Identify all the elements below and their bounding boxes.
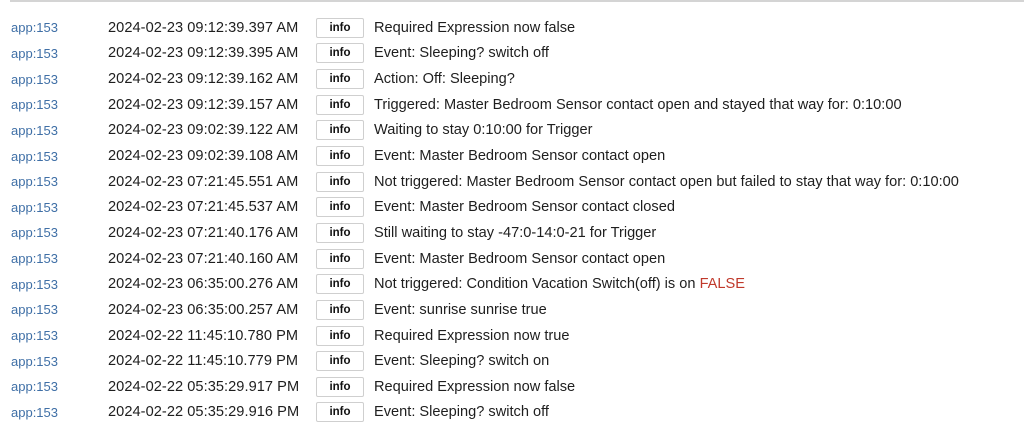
log-row: app:153 2024-02-22 11:45:10.780 PM info … — [0, 323, 1024, 349]
log-source-link[interactable]: app:153 — [11, 174, 58, 190]
log-message: Event: Sleeping? switch off — [374, 45, 549, 61]
log-message: Waiting to stay 0:10:00 for Trigger — [374, 122, 592, 138]
log-row: app:153 2024-02-23 07:21:45.551 AM info … — [0, 169, 1024, 195]
log-row: app:153 2024-02-22 05:35:29.916 PM info … — [0, 400, 1024, 426]
log-message: Event: Sleeping? switch on — [374, 353, 549, 369]
log-message: Not triggered: Master Bedroom Sensor con… — [374, 174, 959, 190]
log-message-text: Event: Sleeping? switch off — [374, 45, 549, 62]
log-row: app:153 2024-02-22 05:35:29.917 PM info … — [0, 374, 1024, 400]
log-level-badge[interactable]: info — [316, 94, 364, 115]
log-level-badge[interactable]: info — [316, 171, 364, 192]
log-message-text: Event: sunrise sunrise true — [374, 301, 547, 318]
log-source-link[interactable]: app:153 — [11, 379, 58, 395]
log-source-link[interactable]: app:153 — [11, 276, 58, 292]
log-row: app:153 2024-02-23 06:35:00.257 AM info … — [0, 297, 1024, 323]
log-level-badge[interactable]: info — [316, 69, 364, 90]
top-divider — [10, 0, 1024, 2]
log-source-link[interactable]: app:153 — [11, 148, 58, 164]
log-message: Triggered: Master Bedroom Sensor contact… — [374, 97, 902, 113]
log-level-badge[interactable]: info — [316, 274, 364, 295]
log-level-badge[interactable]: info — [316, 197, 364, 218]
log-level-badge[interactable]: info — [316, 248, 364, 269]
log-level-badge[interactable]: info — [316, 402, 364, 423]
log-row: app:153 2024-02-23 09:12:39.162 AM info … — [0, 66, 1024, 92]
log-level-badge[interactable]: info — [316, 325, 364, 346]
log-message-text: Event: Master Bedroom Sensor contact ope… — [374, 148, 666, 165]
log-message: Required Expression now true — [374, 328, 570, 344]
log-level-badge[interactable]: info — [316, 376, 364, 397]
log-message-highlight: FALSE — [699, 276, 745, 293]
log-source-link[interactable]: app:153 — [11, 122, 58, 138]
log-message-text: Event: Sleeping? switch on — [374, 353, 550, 370]
log-message: Event: Sleeping? switch off — [374, 404, 549, 420]
log-source-link[interactable]: app:153 — [11, 45, 58, 61]
log-source-link[interactable]: app:153 — [11, 20, 58, 36]
log-message-text: Required Expression now false — [374, 19, 576, 36]
log-timestamp: 2024-02-23 09:02:39.122 AM — [108, 122, 299, 139]
log-timestamp: 2024-02-23 07:21:45.551 AM — [108, 173, 299, 190]
log-timestamp: 2024-02-22 05:35:29.917 PM — [108, 378, 300, 395]
log-timestamp: 2024-02-23 09:12:39.397 AM — [108, 19, 299, 36]
log-message-text: Event: Master Bedroom Sensor contact ope… — [374, 250, 666, 267]
log-table: app:153 2024-02-23 09:12:39.397 AM info … — [0, 15, 1024, 425]
log-message: Required Expression now false — [374, 379, 575, 395]
log-timestamp: 2024-02-22 05:35:29.916 PM — [108, 404, 300, 421]
log-row: app:153 2024-02-23 07:21:40.160 AM info … — [0, 246, 1024, 272]
log-level-badge[interactable]: info — [316, 351, 364, 372]
log-message-text: Event: Master Bedroom Sensor contact clo… — [374, 199, 675, 216]
log-level-badge[interactable]: info — [316, 222, 364, 243]
log-message: Event: Master Bedroom Sensor contact clo… — [374, 199, 675, 215]
log-message-text: Still waiting to stay -47:0-14:0-21 for … — [374, 224, 657, 241]
log-source-link[interactable]: app:153 — [11, 71, 58, 87]
log-timestamp: 2024-02-23 09:12:39.395 AM — [108, 45, 299, 62]
log-message-text: Required Expression now false — [374, 378, 576, 395]
log-source-link[interactable]: app:153 — [11, 302, 58, 318]
log-level-badge[interactable]: info — [316, 299, 364, 320]
log-message-text: Required Expression now true — [374, 327, 570, 344]
log-message-text: Action: Off: Sleeping? — [374, 71, 515, 88]
log-timestamp: 2024-02-22 11:45:10.779 PM — [108, 353, 299, 370]
log-message-text: Not triggered: Master Bedroom Sensor con… — [374, 173, 959, 190]
log-source-link[interactable]: app:153 — [11, 328, 58, 343]
log-row: app:153 2024-02-23 06:35:00.276 AM info … — [0, 271, 1024, 297]
log-message-text: Triggered: Master Bedroom Sensor contact… — [374, 96, 902, 113]
log-row: app:153 2024-02-23 09:12:39.157 AM info … — [0, 92, 1024, 118]
log-message: Event: Master Bedroom Sensor contact ope… — [374, 148, 665, 164]
log-message: Still waiting to stay -47:0-14:0-21 for … — [374, 225, 656, 241]
log-message-text: Waiting to stay 0:10:00 for Trigger — [374, 122, 593, 139]
log-message: Not triggered: Condition Vacation Switch… — [374, 276, 745, 292]
log-timestamp: 2024-02-23 07:21:45.537 AM — [108, 199, 299, 216]
log-level-badge[interactable]: info — [316, 43, 364, 64]
log-level-badge[interactable]: info — [316, 120, 364, 141]
log-message: Event: Master Bedroom Sensor contact ope… — [374, 251, 665, 267]
log-row: app:153 2024-02-23 09:02:39.108 AM info … — [0, 143, 1024, 169]
log-message: Action: Off: Sleeping? — [374, 71, 515, 87]
log-timestamp: 2024-02-23 09:12:39.162 AM — [108, 71, 299, 88]
log-timestamp: 2024-02-23 06:35:00.257 AM — [108, 301, 299, 318]
log-timestamp: 2024-02-23 07:21:40.176 AM — [108, 224, 299, 241]
log-timestamp: 2024-02-23 09:02:39.108 AM — [108, 148, 299, 165]
log-row: app:153 2024-02-23 09:02:39.122 AM info … — [0, 118, 1024, 144]
log-source-link[interactable]: app:153 — [11, 251, 58, 267]
log-row: app:153 2024-02-23 09:12:39.397 AM info … — [0, 15, 1024, 41]
log-timestamp: 2024-02-22 11:45:10.780 PM — [108, 327, 299, 344]
log-level-badge[interactable]: info — [316, 17, 364, 38]
log-source-link[interactable]: app:153 — [11, 353, 58, 369]
log-source-link[interactable]: app:153 — [11, 199, 58, 215]
log-message: Required Expression now false — [374, 20, 575, 36]
log-row: app:153 2024-02-23 07:21:40.176 AM info … — [0, 220, 1024, 246]
log-source-link[interactable]: app:153 — [11, 97, 58, 113]
log-row: app:153 2024-02-23 07:21:45.537 AM info … — [0, 194, 1024, 220]
log-message-text: Event: Sleeping? switch off — [374, 404, 549, 421]
log-level-badge[interactable]: info — [316, 146, 364, 167]
log-source-link[interactable]: app:153 — [11, 404, 58, 420]
log-source-link[interactable]: app:153 — [11, 225, 58, 241]
log-message-text: Not triggered: Condition Vacation Switch… — [374, 276, 700, 293]
log-timestamp: 2024-02-23 06:35:00.276 AM — [108, 276, 299, 293]
log-row: app:153 2024-02-23 09:12:39.395 AM info … — [0, 41, 1024, 67]
log-timestamp: 2024-02-23 07:21:40.160 AM — [108, 250, 299, 267]
log-message: Event: sunrise sunrise true — [374, 302, 547, 318]
log-timestamp: 2024-02-23 09:12:39.157 AM — [108, 96, 299, 113]
log-row: app:153 2024-02-22 11:45:10.779 PM info … — [0, 348, 1024, 374]
